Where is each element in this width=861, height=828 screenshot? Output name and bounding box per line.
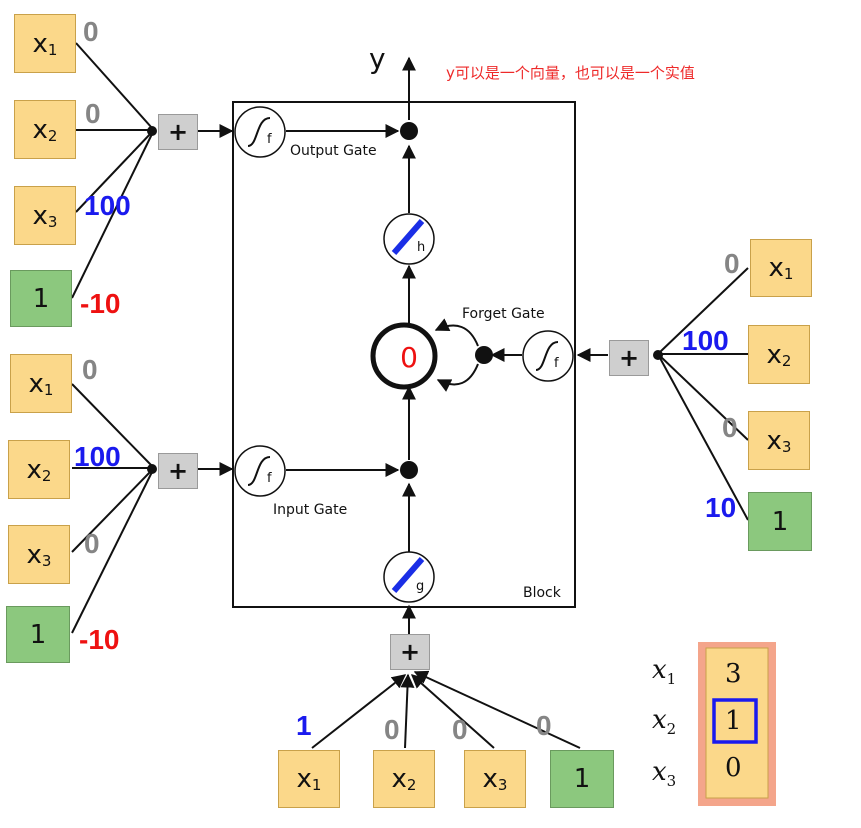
cell-input-weight-bias: 0	[536, 710, 552, 741]
forget-gate-weight-bias: 10	[705, 492, 737, 523]
input-gate-weight-bias: -10	[79, 624, 120, 655]
cell-input-bias: 1	[550, 750, 614, 808]
output-gate-weight-bias: -10	[80, 288, 121, 319]
input-gate-sum-node	[147, 464, 157, 474]
output-gate-label: Output Gate	[290, 143, 377, 159]
vector-value-x3: 0	[725, 753, 742, 783]
output-note: y可以是一个向量，也可以是一个实值	[446, 64, 695, 82]
input-gate-label: Input Gate	[273, 502, 348, 518]
forget-gate-weight-x3: 0	[722, 412, 738, 443]
output-gate-weight-x2: 0	[85, 98, 101, 129]
cell-input-wires	[311, 670, 581, 749]
cell-input-plus: +	[390, 634, 430, 670]
output-gate-weight-x1: 0	[83, 16, 99, 47]
forget-gate-plus: +	[609, 340, 649, 376]
h-activation: h	[383, 213, 435, 265]
input-gate-plus: +	[158, 453, 198, 489]
input-gate-weight-x3: 0	[84, 528, 100, 559]
current-input-highlight	[712, 698, 758, 744]
input-gate-weight-x1: 0	[82, 354, 98, 385]
cell-input-weight-x3: 0	[452, 714, 468, 745]
input-gate-weight-x2: 100	[74, 441, 121, 472]
output-multiply-node	[400, 122, 418, 140]
output-gate-sigmoid: f	[234, 106, 286, 158]
forget-gate-label: Forget Gate	[462, 306, 545, 322]
input-multiply-node	[400, 461, 418, 479]
forget-gate-wires	[659, 267, 749, 521]
gate-connectors	[198, 124, 608, 477]
output-gate-bias-input: 1	[10, 270, 72, 327]
block-label: Block	[523, 585, 561, 601]
input-gate-wires	[71, 383, 153, 634]
vector-label-x1: x1	[652, 655, 677, 689]
svg-text:f: f	[267, 132, 272, 147]
output-gate-weight-x3: 100	[84, 190, 131, 221]
forget-gate-sum-node	[653, 350, 663, 360]
memory-cell	[370, 322, 438, 390]
vector-label-x3: x3	[652, 757, 677, 791]
forget-gate-sigmoid: f	[522, 330, 574, 382]
g-activation: g	[383, 551, 435, 603]
cell-input-weight-x1: 1	[296, 710, 312, 741]
output-gate-wires	[71, 42, 153, 299]
svg-text:h: h	[417, 240, 425, 255]
input-gate-sigmoid: f	[234, 445, 286, 497]
vector-value-x1: 3	[725, 659, 742, 689]
forget-gate-weight-x1: 0	[724, 248, 740, 279]
memory-cell-value: 0	[400, 341, 418, 374]
svg-text:g: g	[416, 579, 424, 594]
forget-loop-top	[434, 318, 479, 347]
forget-loop-bottom	[436, 363, 479, 392]
vector-value-x2: 1	[725, 706, 742, 736]
output-gate-plus: +	[158, 114, 198, 150]
input-gate-bias-input: 1	[6, 606, 70, 663]
forget-gate-bias-input: 1	[748, 492, 812, 551]
forget-multiply-node	[475, 346, 493, 364]
svg-text:f: f	[554, 356, 559, 371]
output-gate-sum-node	[147, 126, 157, 136]
output-y-label: y	[369, 42, 386, 75]
svg-text:f: f	[267, 471, 272, 486]
cell-input-weight-x2: 0	[384, 714, 400, 745]
forget-gate-weight-x2: 100	[682, 325, 729, 356]
vector-label-x2: x2	[652, 705, 677, 739]
